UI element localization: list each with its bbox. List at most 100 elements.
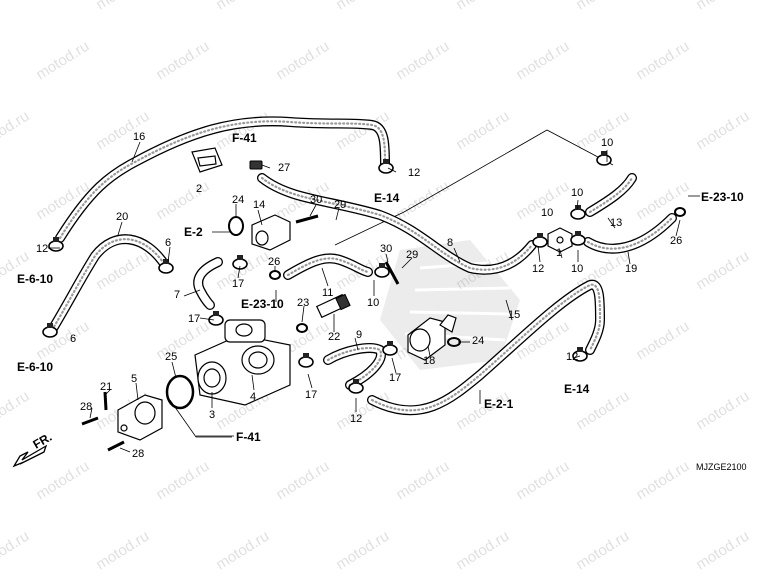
watermark-text: motod.ru — [453, 0, 512, 13]
reference-e2310-right: E-23-10 — [701, 190, 744, 204]
leader-lines — [48, 141, 700, 453]
bolt-28-lower — [107, 440, 125, 452]
callout-28: 28 — [80, 401, 92, 413]
watermark-text: motod.ru — [33, 458, 92, 504]
hose-clamp — [158, 259, 174, 274]
diagram-code: MJZGE2100 — [696, 462, 747, 472]
callout-20: 20 — [116, 211, 128, 223]
fitting-14 — [251, 214, 291, 251]
hose-clamp — [570, 231, 586, 246]
watermark-text: motod.ru — [633, 38, 692, 84]
watermark-text: motod.ru — [693, 248, 752, 294]
hose-clamp — [48, 237, 64, 252]
callout-2: 2 — [196, 183, 202, 195]
hose-clamps — [42, 151, 612, 394]
reference-e2310-center: E-23-10 — [241, 297, 284, 311]
watermark-text: motod.ru — [213, 0, 272, 13]
reference-labels: F-41 E-14 E-2 E-6-10 E-23-10 E-23-10 E-6… — [17, 131, 744, 444]
sensor-22 — [315, 293, 351, 319]
thermostat-cover-5 — [117, 394, 163, 441]
bolt-21 — [103, 391, 108, 411]
watermark-text: motod.ru — [633, 458, 692, 504]
callout-18: 18 — [423, 355, 435, 367]
hose-9 — [323, 343, 386, 390]
callout-26: 26 — [268, 256, 280, 268]
callout-12: 12 — [532, 263, 544, 275]
joint-1 — [547, 227, 573, 253]
callout-22: 22 — [328, 331, 340, 343]
watermark-text: motod.ru — [693, 108, 752, 154]
callout-17: 17 — [305, 389, 317, 401]
watermark-text: motod.ru — [93, 528, 152, 574]
watermark-text: motod.ru — [33, 318, 92, 364]
watermark-text: motod.ru — [333, 528, 392, 574]
bolt-30-lower — [384, 261, 400, 285]
bolt-28-upper — [81, 416, 99, 426]
front-direction-label: FR. — [31, 430, 55, 452]
callout-30: 30 — [380, 243, 392, 255]
callout-12: 12 — [350, 413, 362, 425]
hose-13 — [585, 173, 637, 217]
washer-26b — [269, 270, 281, 280]
callout-10: 10 — [367, 297, 379, 309]
hose-clamp — [348, 379, 364, 394]
callout-17: 17 — [232, 278, 244, 290]
watermark-text: motod.ru — [153, 458, 212, 504]
hose-clamp — [42, 323, 58, 338]
callout-13: 13 — [610, 217, 622, 229]
hose-16 — [55, 116, 390, 243]
reference-e610-bottom: E-6-10 — [17, 360, 53, 374]
callout-16: 16 — [133, 131, 145, 143]
washer-26a — [674, 207, 686, 217]
callout-23: 23 — [297, 297, 309, 309]
watermark-text: motod.ru — [513, 458, 572, 504]
reference-f41-top: F-41 — [232, 131, 257, 145]
watermark-text: motod.ru — [273, 38, 332, 84]
callout-19: 19 — [625, 263, 637, 275]
seal-24-upper — [228, 216, 244, 236]
callout-6: 6 — [70, 333, 76, 345]
o-ring-25 — [165, 374, 195, 410]
watermark-text: motod.ru — [273, 458, 332, 504]
reference-e14-right: E-14 — [564, 382, 590, 396]
fitting-18 — [407, 314, 457, 361]
watermark-text: motod.ru — [0, 0, 32, 13]
watermark-text: motod.ru — [573, 0, 632, 13]
reference-e610-top: E-6-10 — [17, 272, 53, 286]
watermark-text: motod.ru — [333, 388, 392, 434]
watermark-text: motod.ru — [333, 0, 392, 13]
hose-19 — [583, 213, 677, 254]
hose-clamp — [374, 263, 390, 278]
watermark-text: motod.ru — [0, 108, 32, 154]
watermark-text: motod.ru — [633, 318, 692, 364]
watermark-text: motod.ru — [573, 528, 632, 574]
callout-1: 1 — [556, 247, 562, 259]
hose-11 — [283, 253, 373, 280]
hose-clamp — [596, 151, 612, 166]
bolt-27 — [249, 160, 263, 170]
callout-9: 9 — [356, 329, 362, 341]
watermark-text: motod.ru — [0, 528, 32, 574]
bolt-30-upper — [295, 214, 319, 224]
hose-clamp — [570, 205, 586, 220]
callout-29: 29 — [406, 249, 418, 261]
callout-15: 15 — [508, 309, 520, 321]
callout-3: 3 — [209, 409, 215, 421]
callout-8: 8 — [447, 237, 453, 249]
watermark-text: motod.ru — [213, 528, 272, 574]
callout-10: 10 — [571, 187, 583, 199]
hose-clamp — [382, 341, 398, 356]
callout-4: 4 — [250, 391, 256, 403]
watermark-text: motod.ru — [393, 38, 452, 84]
callout-10: 10 — [601, 137, 613, 149]
thermostat-3 — [197, 361, 227, 395]
hose-15 — [367, 279, 605, 416]
callout-17: 17 — [188, 313, 200, 325]
watermark-text: motod.ru — [93, 0, 152, 13]
reference-f41-bottom: F-41 — [236, 430, 261, 444]
hose-clamp — [232, 255, 248, 270]
callout-10: 10 — [571, 263, 583, 275]
watermark-text: motod.ru — [393, 458, 452, 504]
reference-e14-top: E-14 — [374, 191, 400, 205]
